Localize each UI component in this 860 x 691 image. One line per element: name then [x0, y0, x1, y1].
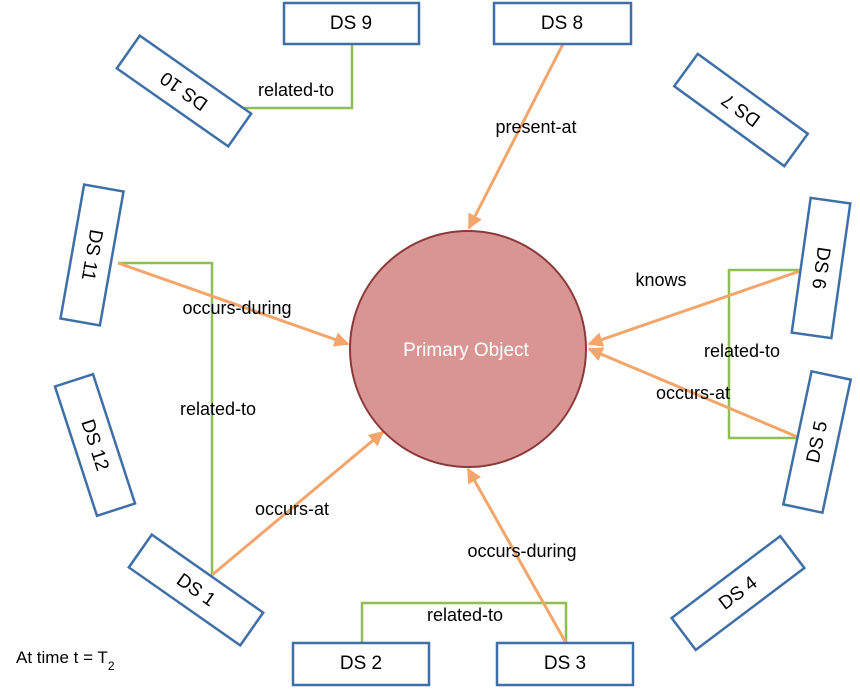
edge-label-ds1-primary: occurs-at: [255, 499, 329, 519]
edge-label-ds2-ds3: related-to: [427, 605, 503, 625]
arrow-ds1-primary: [211, 430, 385, 577]
primary-object-label: Primary Object: [403, 340, 529, 361]
edge-label-ds11-ds1: related-to: [180, 399, 256, 419]
node-ds12[interactable]: DS 12: [53, 372, 137, 518]
line-ds9-ds10: [200, 44, 354, 110]
arrow-ds5-primary: [587, 347, 801, 440]
node-ds5[interactable]: DS 5: [781, 369, 853, 515]
line-ds6-ds5: [727, 268, 803, 440]
node-ds11[interactable]: DS 11: [59, 183, 125, 327]
arrow-ds3-primary: [466, 467, 568, 644]
node-ds10[interactable]: DS 10: [115, 33, 253, 149]
arrow-ds8-primary: [467, 43, 565, 230]
line-ds11-ds1: [118, 261, 214, 575]
arrow-ds11-primary: [117, 261, 350, 347]
node-ds9-label: DS 9: [330, 13, 372, 34]
time-caption-prefix: At time t = T: [16, 648, 108, 667]
edge-label-ds9-ds10: related-to: [258, 80, 334, 100]
edge-label-ds5-primary: occurs-at: [656, 383, 730, 403]
arrow-ds6-primary: [587, 268, 804, 347]
line-ds2-ds3: [360, 601, 568, 643]
node-ds3-label: DS 3: [544, 653, 586, 674]
edge-label-ds11-primary: occurs-during: [182, 298, 291, 318]
node-ds7[interactable]: DS 7: [672, 52, 810, 168]
node-ds8-label: DS 8: [541, 13, 583, 34]
time-caption: At time t = T2: [16, 648, 115, 673]
primary-object-circle[interactable]: [349, 230, 587, 468]
edge-label-ds8-primary: present-at: [495, 117, 576, 137]
node-ds2-label: DS 2: [340, 653, 382, 674]
node-ds4[interactable]: DS 4: [669, 534, 807, 652]
node-ds8[interactable]: DS 8: [492, 1, 633, 46]
node-ds9[interactable]: DS 9: [282, 1, 421, 46]
node-ds3[interactable]: DS 3: [495, 641, 635, 687]
node-ds2[interactable]: DS 2: [291, 641, 431, 687]
edge-label-ds6-primary: knows: [635, 270, 686, 290]
node-ds6[interactable]: DS 6: [790, 196, 852, 340]
edge-label-ds6-ds5: related-to: [704, 341, 780, 361]
time-caption-subscript: 2: [108, 659, 115, 673]
edge-label-ds3-primary: occurs-during: [467, 541, 576, 561]
node-ds1[interactable]: DS 1: [127, 532, 265, 648]
